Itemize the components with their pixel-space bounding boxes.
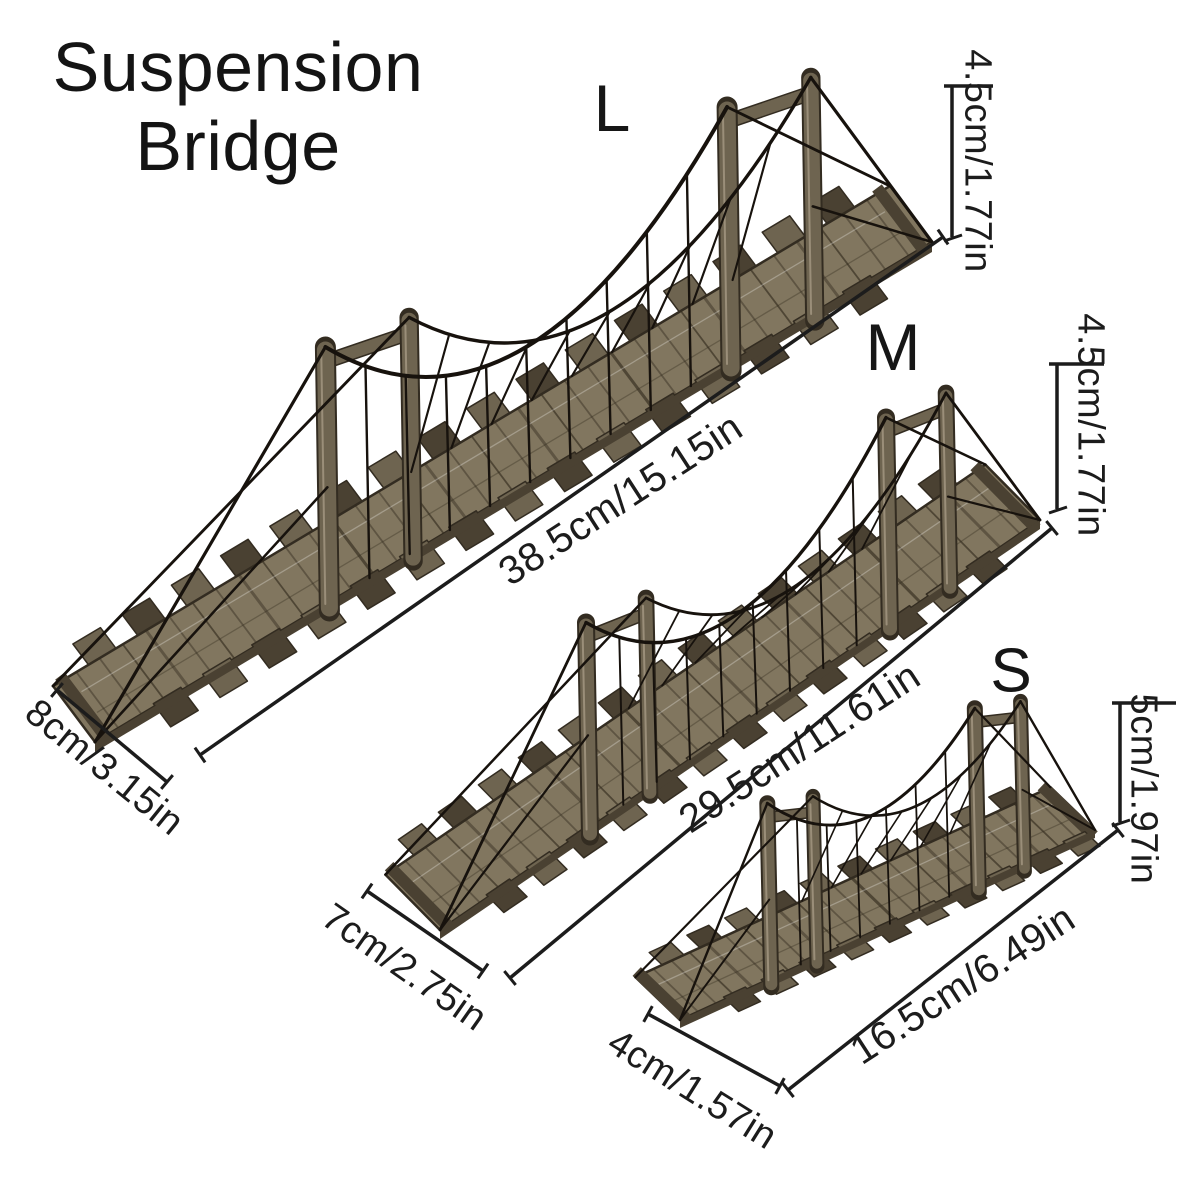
dimension-line-width-s xyxy=(642,1005,786,1095)
page-title-line2: Bridge xyxy=(135,107,341,186)
dimension-line-height-l xyxy=(943,84,993,243)
size-label-m: M xyxy=(865,310,921,384)
dimension-line-width-m xyxy=(360,882,490,980)
bridge-illustration-m xyxy=(384,384,1042,939)
page-title-line1: Suspension xyxy=(52,28,424,106)
page-title: Suspension Bridge xyxy=(17,28,459,186)
bridge-illustration-l xyxy=(51,67,934,752)
size-label-l: L xyxy=(593,71,631,145)
dimension-line-length-m xyxy=(503,520,1059,986)
bridge-illustration-s xyxy=(632,693,1101,1028)
dimension-line-length-l xyxy=(193,228,950,764)
dimension-line-height-m xyxy=(1048,362,1104,515)
dimension-label-height-l: 4.5cm/1.77in xyxy=(956,49,999,273)
size-label-s: S xyxy=(990,636,1032,706)
dimension-line-height-s xyxy=(1111,701,1176,828)
dimension-label-height-s: 5cm/1.97in xyxy=(1122,693,1165,885)
dimension-label-height-m: 4.5cm/1.77in xyxy=(1069,313,1112,537)
dimension-line-width-l xyxy=(50,682,174,790)
